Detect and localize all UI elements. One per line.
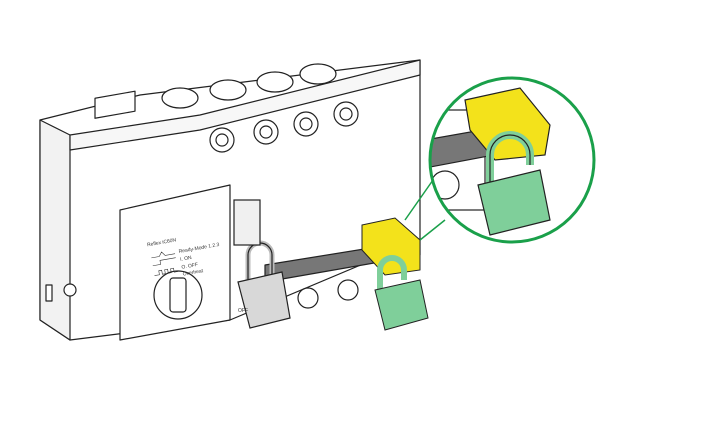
grey-padlock: [233, 199, 291, 329]
breaker-body: [39, 59, 421, 341]
on-label: I. ON: [180, 255, 193, 263]
green-padlock: [374, 255, 429, 331]
overheat-label: Overheat: [182, 268, 204, 278]
brand-label: Reflex iC60N: [147, 237, 177, 248]
top-terminals: [161, 63, 359, 153]
handle-off-label: OFF: [238, 308, 248, 314]
yellow-lockout-device: [361, 217, 421, 276]
magnifier-circle: [428, 76, 596, 244]
off-label: O. OFF: [181, 262, 198, 271]
